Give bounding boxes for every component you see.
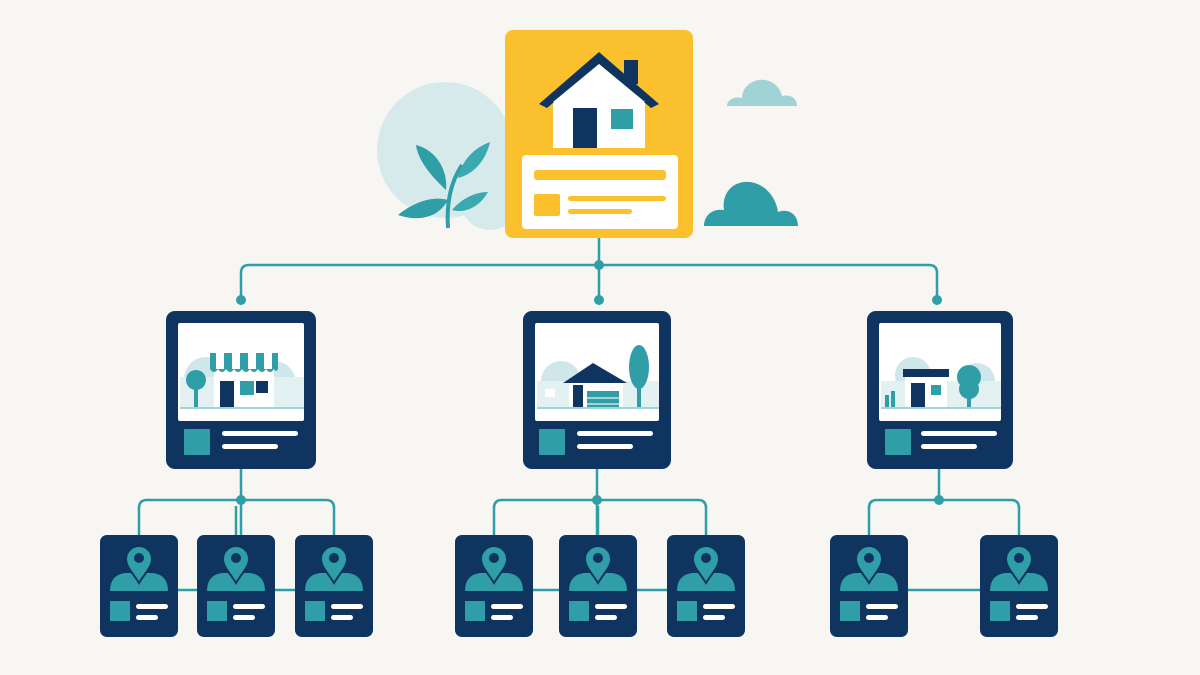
text-line xyxy=(595,604,627,609)
cloud-icon xyxy=(727,79,797,106)
text-line xyxy=(568,209,632,214)
branch-card-store xyxy=(166,311,316,469)
house-garage-icon xyxy=(537,345,659,409)
pin-hole xyxy=(593,553,603,563)
info-panel xyxy=(522,155,678,229)
text-line xyxy=(1016,615,1038,620)
text-line xyxy=(222,444,278,449)
leaf-card xyxy=(197,535,275,637)
text-line xyxy=(595,615,617,620)
leaf-card xyxy=(830,535,908,637)
plant-decoration xyxy=(377,82,520,230)
location-pin-icon xyxy=(124,545,154,585)
location-pin-icon xyxy=(479,545,509,585)
connector-line xyxy=(928,263,939,274)
connector-node xyxy=(594,295,604,305)
text-line xyxy=(577,444,633,449)
thumbnail xyxy=(184,429,210,455)
pin-shape xyxy=(854,545,884,585)
text-line xyxy=(577,431,653,436)
leaf-cards xyxy=(100,535,1058,637)
thumbnail xyxy=(569,601,589,621)
thumbnail xyxy=(990,601,1010,621)
thumbnail xyxy=(534,194,560,216)
thumbnail xyxy=(207,601,227,621)
thumbnail xyxy=(305,601,325,621)
text-line xyxy=(703,615,725,620)
leaf-card xyxy=(559,535,637,637)
pin-hole xyxy=(489,553,499,563)
branch-card-building xyxy=(867,311,1013,469)
text-line xyxy=(331,615,353,620)
text-line xyxy=(136,615,158,620)
location-pin-icon xyxy=(221,545,251,585)
leaf-card xyxy=(295,535,373,637)
small-building-icon xyxy=(881,357,1001,409)
text-line xyxy=(921,444,977,449)
text-line xyxy=(491,615,513,620)
text-line xyxy=(491,604,523,609)
text-line xyxy=(233,615,255,620)
pin-shape xyxy=(691,545,721,585)
location-pin-icon xyxy=(319,545,349,585)
leaf-card xyxy=(455,535,533,637)
leaf-card xyxy=(667,535,745,637)
cloud-icon xyxy=(704,181,798,226)
text-line xyxy=(222,431,298,436)
location-pin-icon xyxy=(854,545,884,585)
pin-shape xyxy=(583,545,613,585)
pin-hole xyxy=(231,553,241,563)
root-home-card xyxy=(505,30,693,238)
pin-shape xyxy=(479,545,509,585)
location-pin-icon xyxy=(691,545,721,585)
thumbnail xyxy=(885,429,911,455)
leaf-card xyxy=(100,535,178,637)
pin-hole xyxy=(329,553,339,563)
pin-hole xyxy=(1014,553,1024,563)
connector-node xyxy=(932,295,942,305)
connector-line xyxy=(239,263,250,274)
branch-card-house xyxy=(523,311,671,469)
pin-shape xyxy=(319,545,349,585)
text-line xyxy=(331,604,363,609)
connector-node xyxy=(934,495,944,505)
thumbnail xyxy=(539,429,565,455)
leaf-card xyxy=(980,535,1058,637)
text-line xyxy=(866,604,898,609)
location-pin-icon xyxy=(1004,545,1034,585)
text-line xyxy=(1016,604,1048,609)
connector-node xyxy=(236,295,246,305)
text-line xyxy=(136,604,168,609)
thumbnail xyxy=(110,601,130,621)
pin-hole xyxy=(134,553,144,563)
pin-shape xyxy=(1004,545,1034,585)
location-pin-icon xyxy=(583,545,613,585)
house-icon xyxy=(539,52,659,148)
connector-node xyxy=(594,260,604,270)
pin-shape xyxy=(221,545,251,585)
connector-node xyxy=(592,495,602,505)
text-line xyxy=(233,604,265,609)
thumbnail xyxy=(840,601,860,621)
storefront-icon xyxy=(180,353,304,409)
pin-hole xyxy=(864,553,874,563)
text-line xyxy=(534,170,666,180)
pin-hole xyxy=(701,553,711,563)
text-line xyxy=(703,604,735,609)
text-line xyxy=(921,431,997,436)
connector-node xyxy=(236,495,246,505)
leaf-icon xyxy=(398,198,448,219)
pin-shape xyxy=(124,545,154,585)
text-line xyxy=(866,615,888,620)
thumbnail xyxy=(677,601,697,621)
thumbnail xyxy=(465,601,485,621)
text-line xyxy=(568,196,666,201)
